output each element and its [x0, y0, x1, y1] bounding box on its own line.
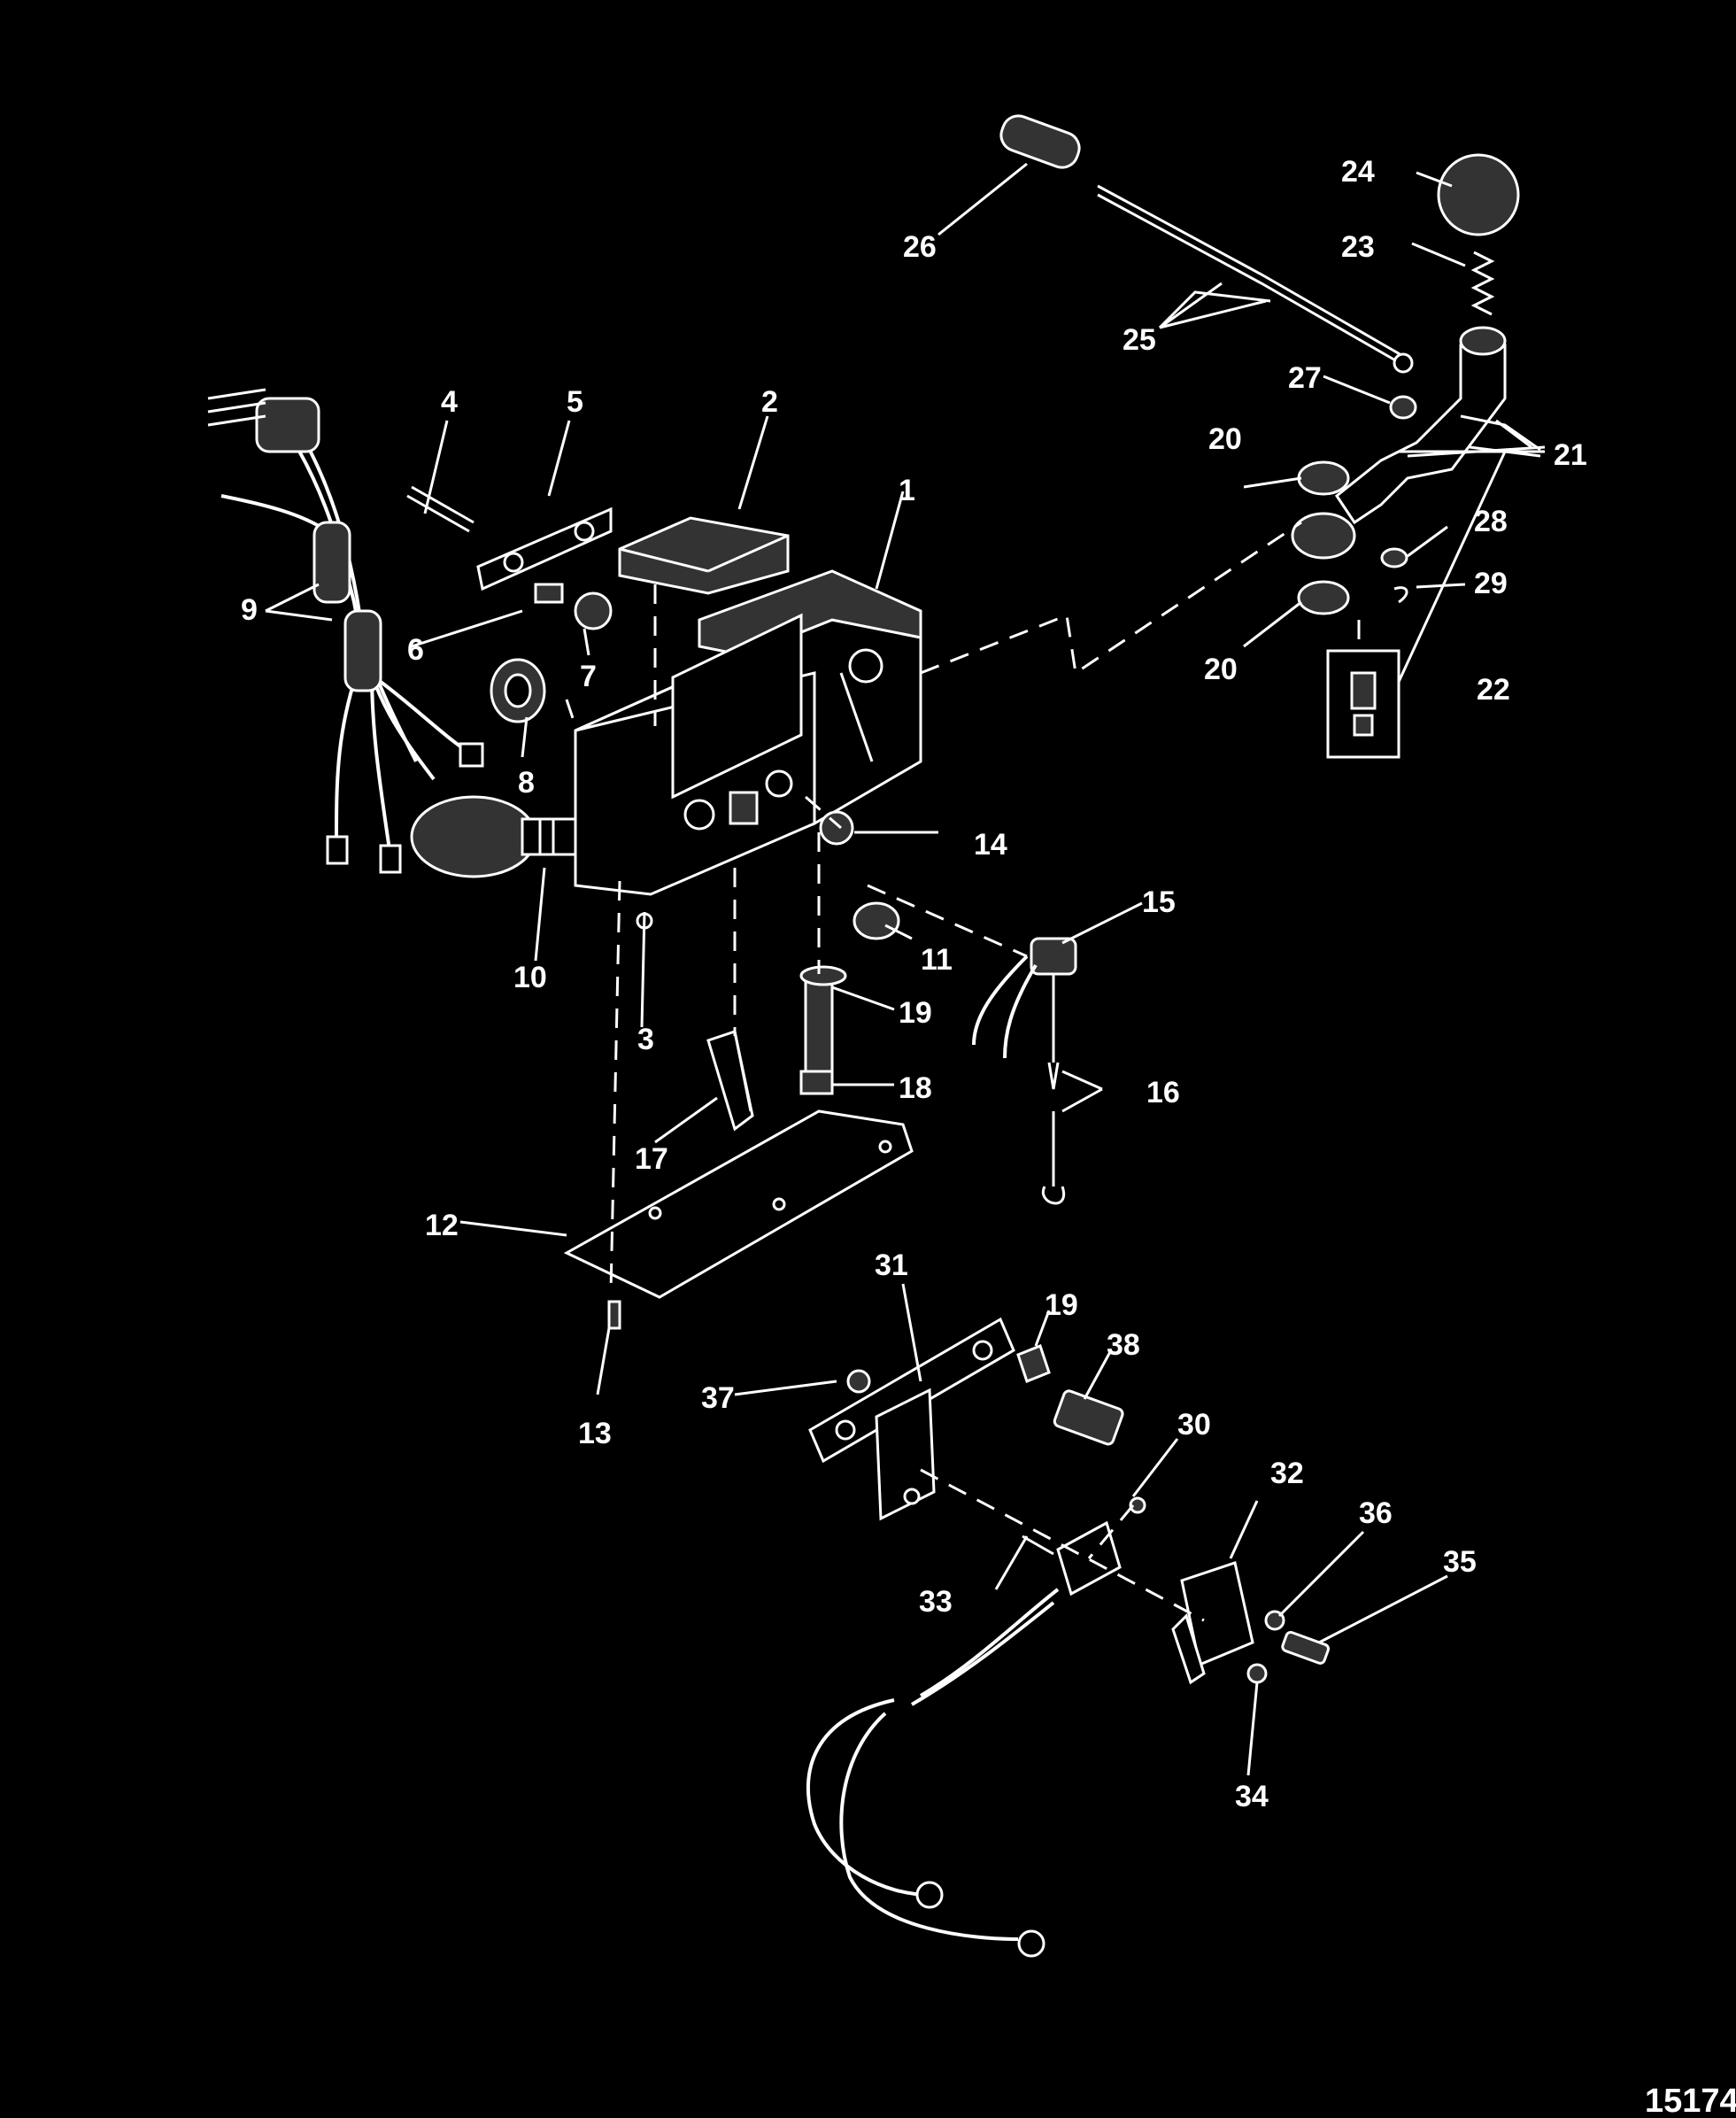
callout-4: 4	[441, 385, 458, 419]
callout-21: 21	[1554, 438, 1587, 472]
callout-12: 12	[425, 1209, 459, 1242]
callout-20a: 20	[1208, 422, 1242, 456]
callout-22: 22	[1477, 673, 1510, 707]
callout-8: 8	[518, 766, 535, 800]
callout-23: 23	[1341, 230, 1375, 264]
callout-26: 26	[903, 230, 937, 264]
callout-36: 36	[1359, 1496, 1393, 1530]
callout-27: 27	[1288, 361, 1322, 395]
callout-19: 19	[899, 996, 932, 1030]
leader-lines	[265, 162, 1546, 1776]
callout-3: 3	[637, 1023, 654, 1056]
callout-17: 17	[635, 1142, 668, 1176]
callout-24: 24	[1341, 155, 1375, 189]
callout-6: 6	[407, 633, 424, 667]
callout-2: 2	[761, 385, 778, 419]
callout-29: 29	[1474, 567, 1508, 600]
callout-20b: 20	[1204, 653, 1238, 686]
wiring-harness	[207, 388, 484, 874]
callout-35: 35	[1443, 1545, 1477, 1579]
cover-plate	[618, 516, 790, 595]
control-box-housing	[574, 569, 922, 896]
callout-11: 11	[921, 943, 953, 977]
callout-38: 38	[1107, 1328, 1140, 1362]
assembly-lines	[565, 521, 1361, 1622]
small-parts-left	[406, 485, 653, 930]
mounting-plate	[563, 1109, 914, 1330]
link-rod	[999, 114, 1414, 374]
callout-10: 10	[513, 961, 547, 994]
callout-25: 25	[1123, 323, 1156, 357]
callout-34: 34	[1235, 1780, 1269, 1813]
callout-14: 14	[974, 828, 1007, 862]
callout-30: 30	[1177, 1408, 1211, 1442]
callout-33: 33	[919, 1585, 953, 1619]
callout-13: 13	[578, 1417, 612, 1450]
small-parts-right	[706, 810, 1077, 1205]
callout-32: 32	[1270, 1457, 1304, 1490]
callout-16: 16	[1146, 1076, 1180, 1109]
callout-1: 1	[899, 474, 915, 507]
figure-number: 15174	[1645, 2083, 1736, 2118]
callout-5: 5	[567, 385, 583, 419]
callout-28: 28	[1474, 505, 1508, 538]
callout-19b: 19	[1045, 1288, 1078, 1322]
callout-31: 31	[875, 1248, 908, 1282]
shift-lever-assembly	[1291, 153, 1520, 759]
callout-7: 7	[580, 660, 597, 693]
lower-bracket-assembly	[806, 1317, 1331, 1958]
ignition-switch	[410, 795, 577, 878]
callout-labels: 1 2 3 4 5 6 7 8 9 10 11 12 13 14 15 16 1…	[241, 155, 1587, 1813]
callout-37: 37	[701, 1381, 735, 1415]
callout-18: 18	[899, 1071, 932, 1105]
callout-9: 9	[241, 593, 258, 627]
callout-15: 15	[1142, 885, 1176, 919]
